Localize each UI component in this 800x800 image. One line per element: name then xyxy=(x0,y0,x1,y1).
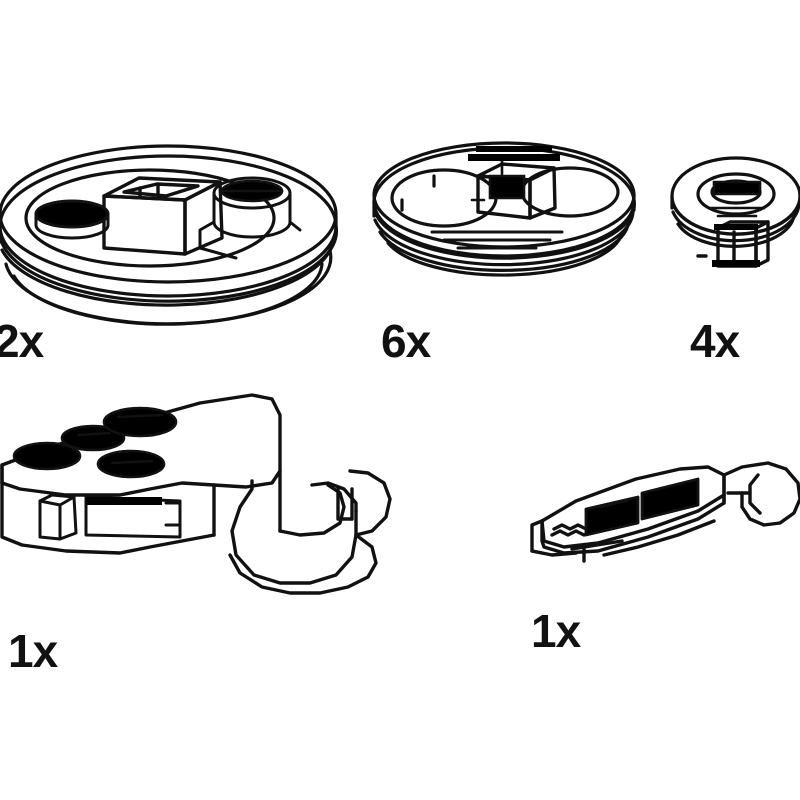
part-icon-round-plate-with-pin-piece xyxy=(668,152,800,292)
part-quantity-label: 2x xyxy=(0,315,44,367)
part-icon-round-plate-piece xyxy=(372,140,640,280)
part-quantity-label: 4x xyxy=(690,315,740,367)
part-quantity-label: 1x xyxy=(8,625,58,677)
part-quantity-label: 6x xyxy=(381,315,431,367)
part-icon-round-plate-turntable-piece xyxy=(0,118,345,326)
part-icon-plate-with-ring-piece xyxy=(518,455,800,575)
part-icon-hook-plate-piece xyxy=(0,385,440,615)
part-quantity-label: 1x xyxy=(531,605,581,657)
